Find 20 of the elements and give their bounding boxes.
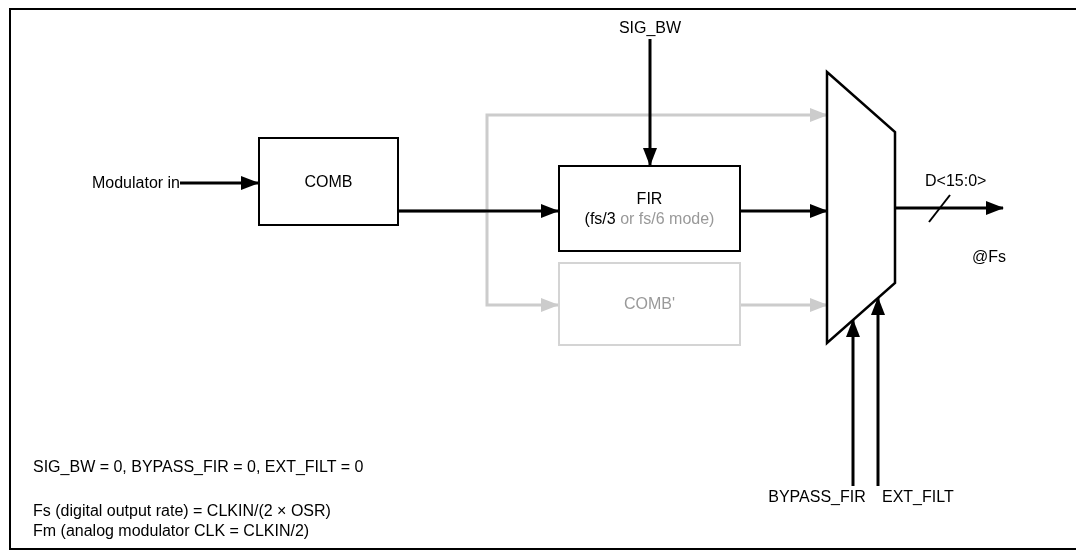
note-text: Fs (digital output rate) = CLKIN/(2 × OSR) [33, 502, 331, 520]
note-text: Fm (analog modulator CLK = CLKIN/2) [33, 522, 310, 540]
filter-block: COMB [258, 137, 399, 226]
signal-arrow [741, 204, 828, 218]
signal-label: Modulator in [54, 172, 180, 194]
filter-block: FIR (fs/3 or fs/6 mode) [558, 165, 741, 252]
signal-arrow [643, 39, 657, 166]
signal-arrow [399, 204, 559, 218]
signal-arrow [895, 201, 1004, 215]
signal-label: BYPASS_FIR [752, 486, 882, 508]
inactive-signal-arrow [741, 298, 828, 312]
inactive-filter-block: COMB' [558, 262, 741, 346]
note-text: SIG_BW = 0, BYPASS_FIR = 0, EXT_FILT = 0 [33, 458, 364, 476]
multiplexer-shape [827, 72, 895, 343]
rate-label: @Fs [972, 248, 1006, 266]
signal-arrow [180, 176, 259, 190]
signal-arrow [846, 319, 860, 486]
signal-label: EXT_FILT [882, 486, 978, 508]
signal-arrow [871, 297, 885, 486]
signal-label: SIG_BW [610, 17, 690, 39]
